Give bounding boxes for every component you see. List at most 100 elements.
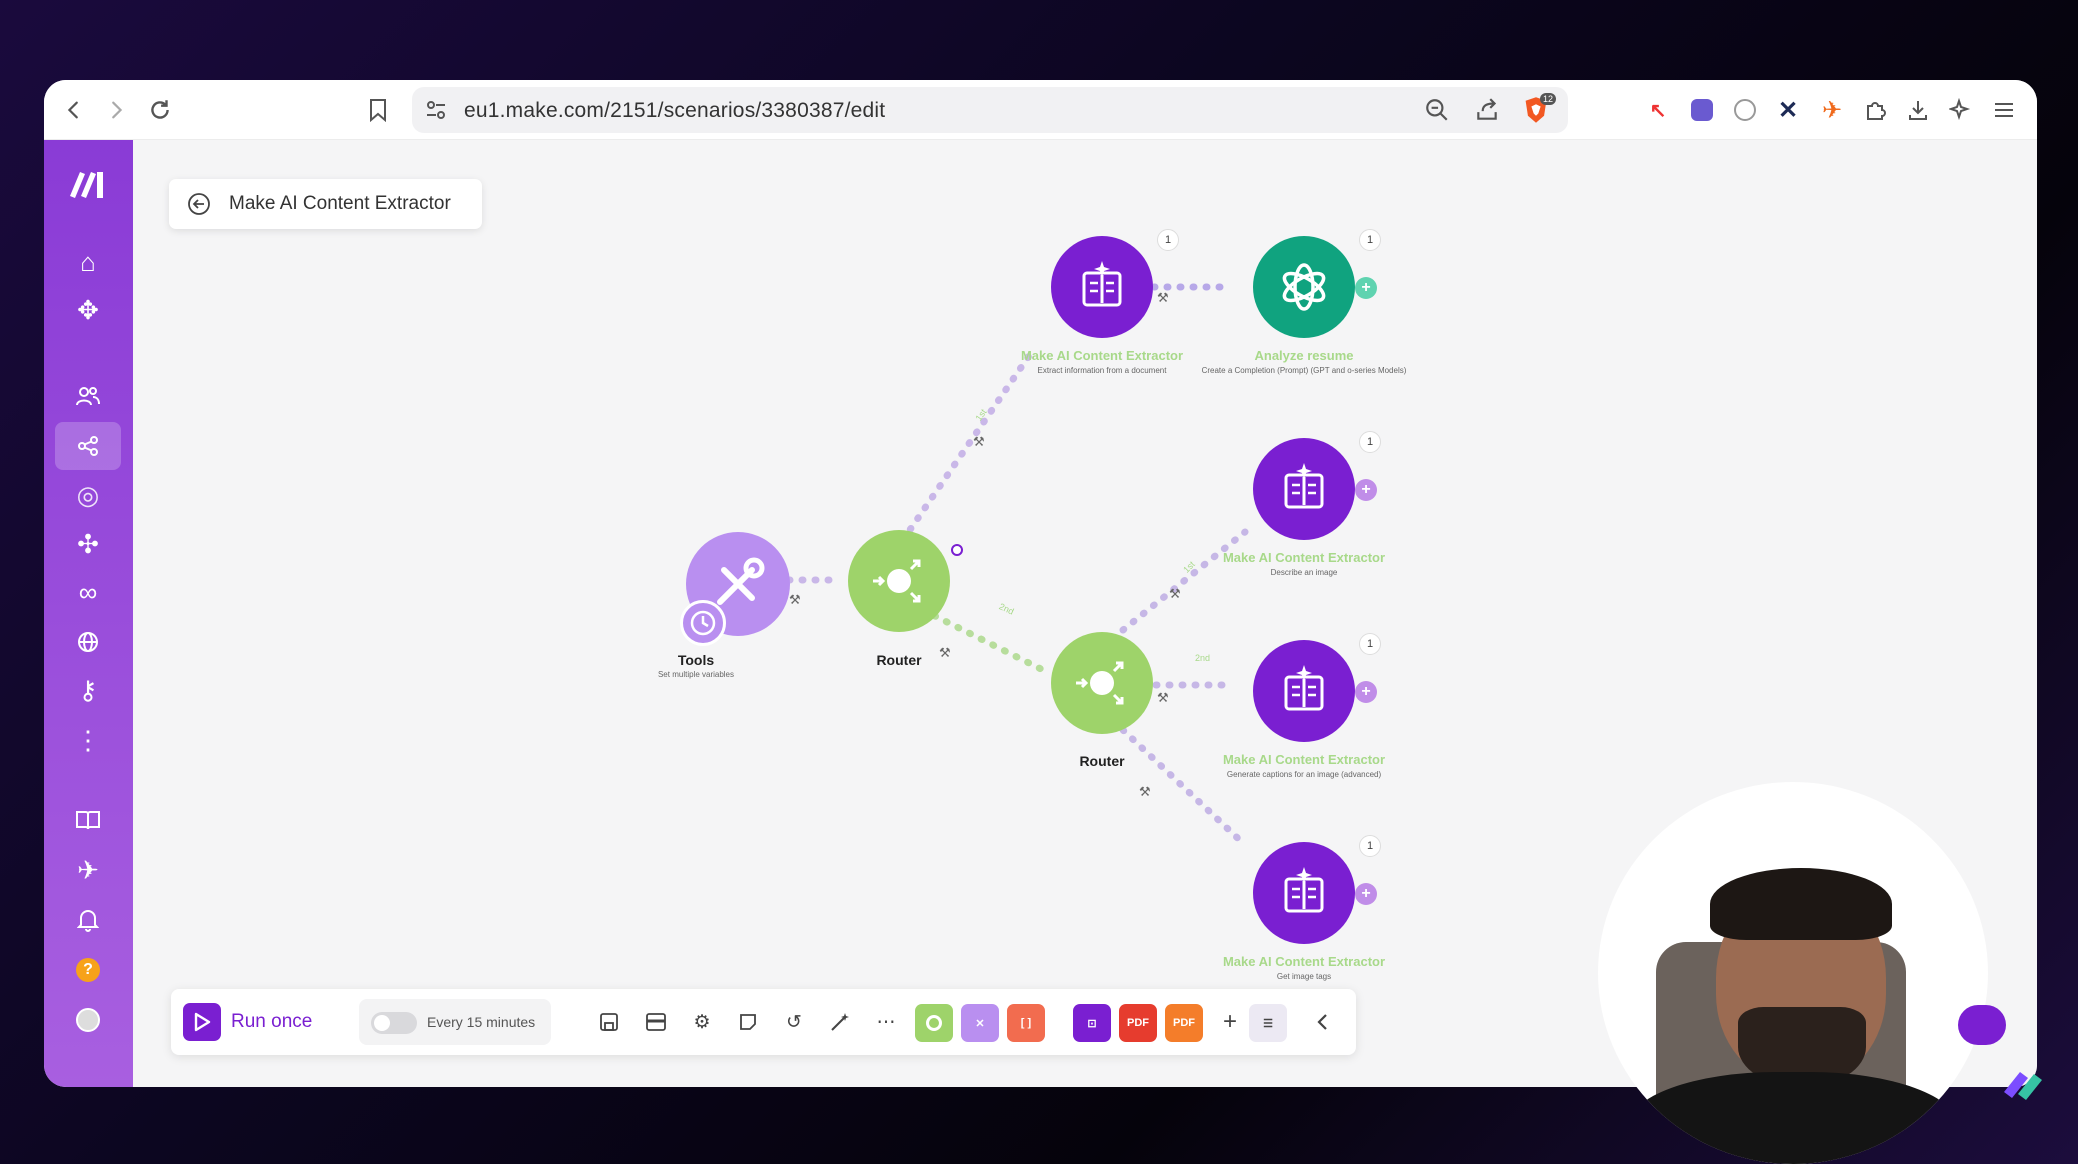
- save-icon[interactable]: [596, 1009, 622, 1035]
- scenario-title-box[interactable]: Make AI Content Extractor: [169, 179, 482, 229]
- connections-icon[interactable]: ∞: [78, 576, 98, 607]
- run-once-icon[interactable]: [183, 1003, 221, 1041]
- avatar[interactable]: [66, 1000, 110, 1040]
- extension-circle-icon[interactable]: [1729, 94, 1761, 126]
- notes-icon[interactable]: [735, 1009, 761, 1035]
- make-logo-icon[interactable]: [66, 162, 110, 206]
- browser-window: eu1.make.com/2151/scenarios/3380387/edit…: [44, 80, 2037, 1087]
- router1-router2-link: [919, 606, 1047, 674]
- router2-image-link: [1119, 528, 1249, 634]
- filter-wrench-icon[interactable]: ⚒: [939, 645, 951, 660]
- filter-wrench-icon[interactable]: ⚒: [789, 592, 801, 607]
- filter-wrench-icon[interactable]: ⚒: [1157, 690, 1169, 705]
- add-icon[interactable]: +: [1222, 1008, 1237, 1035]
- pdf-convert-icon[interactable]: PDF: [1165, 1004, 1203, 1042]
- download-icon[interactable]: [1902, 94, 1934, 126]
- extractor-doc-sub: Extract information from a document: [1037, 366, 1167, 375]
- extractor-tags-sub: Get image tags: [1276, 972, 1332, 981]
- presenter-hair: [1710, 868, 1892, 940]
- favorites-icon[interactable]: ☰: [1249, 1004, 1287, 1042]
- extension-bolt-icon[interactable]: ✈: [1821, 96, 1843, 124]
- team-icon[interactable]: [66, 376, 110, 416]
- app-sidebar: ⌂ ✥ ◎ ✣ ∞ ⚷ ⋮ ✈ ?: [44, 140, 133, 1087]
- extensions-puzzle-icon[interactable]: [1859, 94, 1891, 126]
- filter-wrench-icon[interactable]: ⚒: [1157, 290, 1169, 305]
- webcam-overlay: [1598, 782, 1988, 1164]
- extension-x-icon[interactable]: ✕: [1777, 96, 1799, 124]
- add-module-plus-icon[interactable]: +: [1355, 681, 1377, 703]
- schedule-toggle[interactable]: [371, 1012, 417, 1034]
- tools-shortcut-icon[interactable]: ✕: [961, 1004, 999, 1042]
- apps-icon[interactable]: ✣: [77, 528, 99, 559]
- router2-label: Router: [1079, 753, 1125, 769]
- router1-extractor-link: [899, 346, 1037, 544]
- operation-count-badge: 1: [1359, 431, 1381, 453]
- forward-icon[interactable]: [100, 94, 132, 126]
- docs-icon[interactable]: [66, 800, 110, 840]
- brave-shield-icon[interactable]: 12: [1522, 93, 1557, 125]
- extractor-tags-node[interactable]: [1253, 842, 1355, 944]
- ai-agents-icon[interactable]: ◎: [76, 479, 100, 510]
- back-arrow-icon[interactable]: [187, 192, 211, 221]
- extension-puzzle-purple-icon[interactable]: [1686, 94, 1718, 126]
- extractor-img-sub: Describe an image: [1270, 568, 1338, 577]
- back-icon[interactable]: [58, 94, 90, 126]
- gear-icon[interactable]: ⚙: [693, 1011, 711, 1033]
- zoom-icon[interactable]: [1424, 97, 1450, 128]
- schedule-clock-icon[interactable]: [680, 600, 726, 646]
- bookmark-icon[interactable]: [362, 94, 394, 126]
- extractor-tags-label: Make AI Content Extractor: [1222, 954, 1386, 969]
- extractor-cap-label: Make AI Content Extractor: [1222, 752, 1386, 767]
- browser-toolbar: eu1.make.com/2151/scenarios/3380387/edit…: [44, 80, 2037, 140]
- help-icon[interactable]: ?: [66, 950, 110, 990]
- ai-sparkle-icon[interactable]: [1945, 94, 1977, 126]
- scenario-settings-icon[interactable]: [643, 1009, 669, 1035]
- home-icon[interactable]: ⌂: [80, 246, 96, 277]
- openai-node[interactable]: [1253, 236, 1355, 338]
- extractor-captions-node[interactable]: [1253, 640, 1355, 742]
- add-module-plus-icon[interactable]: +: [1355, 479, 1377, 501]
- more-options-icon[interactable]: ⋯: [876, 1011, 896, 1033]
- scenario-canvas[interactable]: Make AI Content Extractor 1st 2nd 1st 2n…: [133, 140, 2037, 1087]
- site-settings-icon[interactable]: [424, 98, 448, 127]
- tools-icon: [717, 557, 765, 605]
- notifications-icon[interactable]: [66, 900, 110, 940]
- schedule-box[interactable]: Every 15 minutes: [359, 999, 551, 1045]
- add-module-plus-icon[interactable]: +: [1355, 883, 1377, 905]
- extractor-image-node[interactable]: [1253, 438, 1355, 540]
- text-parser-icon[interactable]: [ ]: [1007, 1004, 1045, 1042]
- undo-icon[interactable]: ↺: [786, 1011, 802, 1033]
- reload-icon[interactable]: [144, 94, 176, 126]
- extractor-document-node[interactable]: [1051, 236, 1153, 338]
- router-node-2[interactable]: [1051, 632, 1153, 734]
- flow-control-icon[interactable]: [915, 1004, 953, 1042]
- scenarios-icon[interactable]: [55, 422, 121, 470]
- router1-label: Router: [876, 652, 922, 668]
- filter-wrench-icon[interactable]: ⚒: [973, 434, 985, 449]
- add-module-plus-icon[interactable]: +: [1355, 277, 1377, 299]
- filter-wrench-icon[interactable]: ⚒: [1139, 784, 1151, 799]
- pdf-icon[interactable]: PDF: [1119, 1004, 1157, 1042]
- organization-icon[interactable]: ✥: [77, 294, 99, 325]
- route-label-2nd-b: 2nd: [1195, 653, 1211, 663]
- webhooks-icon[interactable]: [66, 622, 110, 662]
- share-icon[interactable]: [1474, 97, 1500, 128]
- filter-wrench-icon[interactable]: ⚒: [1169, 586, 1181, 601]
- schedule-label[interactable]: Every 15 minutes: [427, 1014, 536, 1030]
- operation-count-badge: 1: [1359, 835, 1381, 857]
- chat-button[interactable]: [1958, 1005, 2006, 1045]
- router-icon: [873, 559, 921, 603]
- keys-icon[interactable]: ⚷: [78, 674, 98, 705]
- analyze-sub: Create a Completion (Prompt) (GPT and o-…: [1201, 366, 1407, 375]
- channel-logo-icon: [1998, 1064, 2048, 1104]
- run-once-button[interactable]: Run once: [231, 1011, 313, 1032]
- menu-icon[interactable]: [1988, 94, 2020, 126]
- router-node-1[interactable]: [848, 530, 950, 632]
- extension-google-icon[interactable]: ↖: [1649, 99, 1667, 122]
- address-bar[interactable]: eu1.make.com/2151/scenarios/3380387/edit…: [412, 87, 1568, 133]
- ai-extractor-shortcut-icon[interactable]: ⊡: [1073, 1004, 1111, 1042]
- collapse-chevron-icon[interactable]: [1309, 1009, 1335, 1035]
- more-icon[interactable]: ⋮: [75, 724, 101, 755]
- auto-align-icon[interactable]: [827, 1009, 853, 1035]
- launch-icon[interactable]: ✈: [77, 854, 99, 885]
